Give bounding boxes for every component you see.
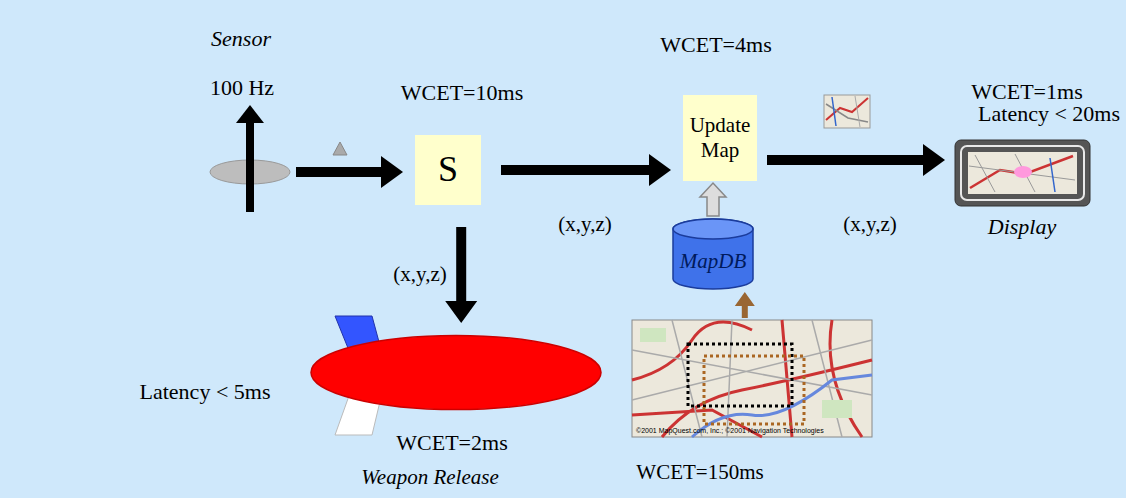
signal-triangle <box>333 142 347 155</box>
edge-label: (x,y,z) <box>556 212 613 237</box>
map-image <box>632 320 872 437</box>
flow-arrow <box>735 292 755 318</box>
flow-arrow <box>445 227 477 323</box>
map-thumbnail <box>824 95 870 128</box>
node-text: WCET=150ms <box>636 460 763 485</box>
node-text: MapDB <box>680 249 747 274</box>
node-text: Update Map <box>687 113 753 163</box>
flow-arrow <box>767 144 945 176</box>
node-text: Display <box>988 214 1056 240</box>
weapon-missile: Weapon Release <box>310 335 602 410</box>
sensor-icon: Sensor100 Hz <box>210 105 292 212</box>
timing-annotation: WCET=4ms <box>660 32 771 58</box>
weapon-missile <box>310 335 602 410</box>
timing-annotation: WCET=10ms <box>401 80 523 106</box>
sensor-icon <box>210 105 292 212</box>
timing-annotation: WCET=2ms <box>396 430 507 456</box>
database-cylinder: MapDB <box>672 218 754 290</box>
node-text: Weapon Release <box>361 465 498 490</box>
node-text: Sensor <box>211 26 271 52</box>
edge-label: (x,y,z) <box>391 262 448 287</box>
flow-arrow <box>296 156 403 188</box>
map-image: WCET=150ms <box>632 320 872 437</box>
node-text: S <box>438 148 458 191</box>
timing-annotation: Latency < 20ms <box>978 101 1120 127</box>
edge-label: (x,y,z) <box>841 212 898 237</box>
flow-arrow <box>700 183 726 216</box>
process-box: Update Map <box>683 95 757 181</box>
node-text: 100 Hz <box>210 75 274 101</box>
display-monitor <box>955 140 1090 206</box>
display-monitor: Display <box>955 140 1090 206</box>
process-box: S <box>415 135 481 205</box>
timing-annotation: Latency < 5ms <box>140 379 271 405</box>
copyright-note: ©2001 MapQuest.com, Inc.; ©2001 Navigati… <box>636 427 824 435</box>
flow-arrow <box>501 154 671 186</box>
